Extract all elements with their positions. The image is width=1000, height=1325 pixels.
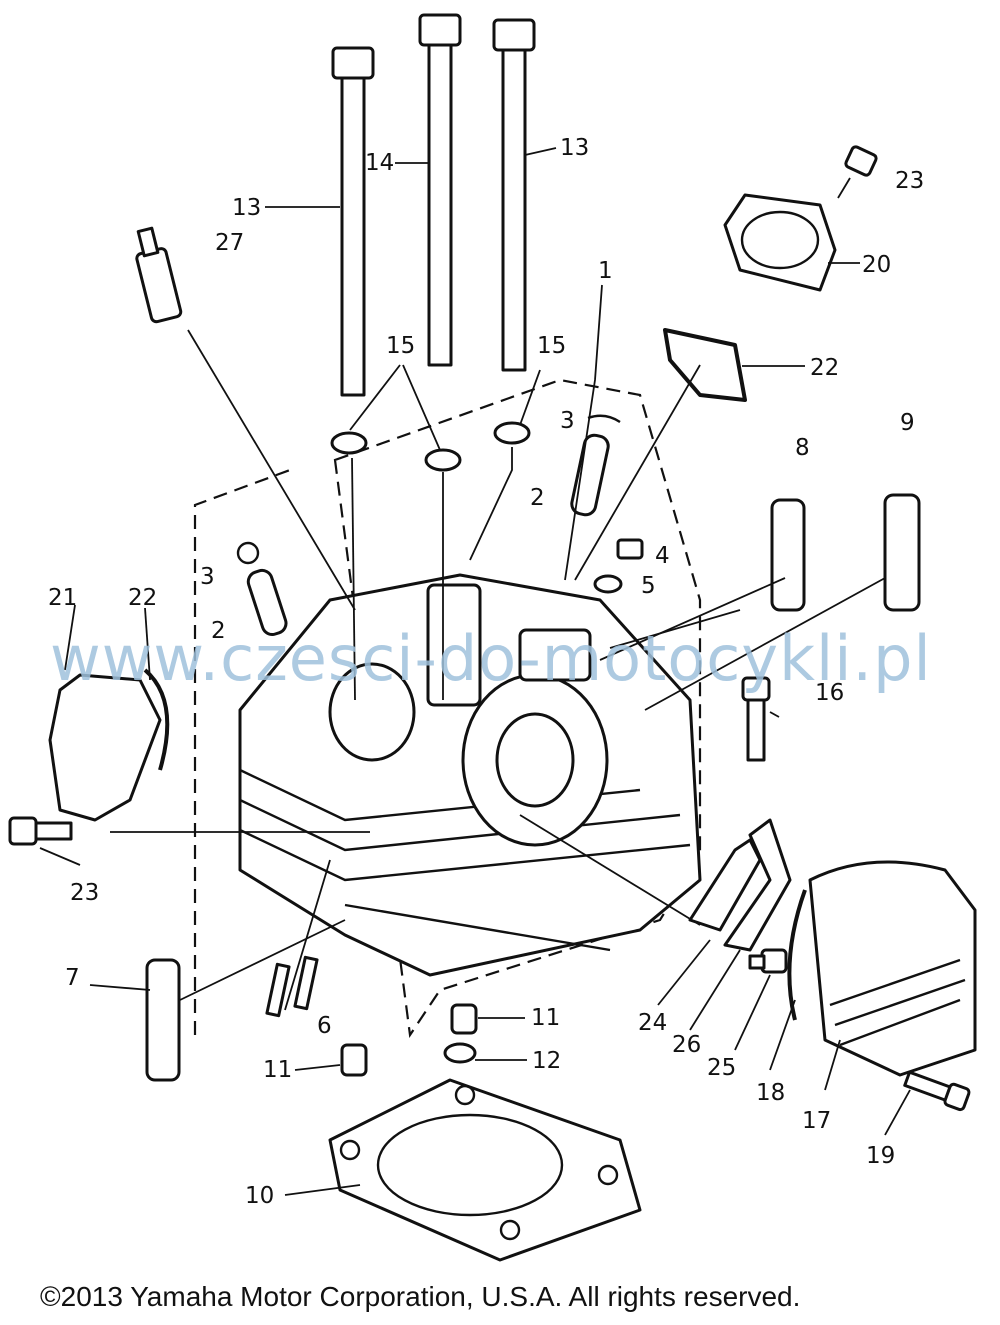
plate-26 — [723, 818, 792, 952]
callout-14: 14 — [365, 150, 394, 176]
head-bolt-13-left — [331, 46, 375, 397]
callout-13-right: 13 — [560, 135, 589, 161]
copyright-notice: ©2013 Yamaha Motor Corporation, U.S.A. A… — [40, 1281, 801, 1312]
side-cover-21 — [48, 673, 162, 822]
callout-10: 10 — [245, 1183, 274, 1209]
bolt-16 — [741, 676, 771, 762]
dowel-6b — [293, 955, 319, 1011]
head-bolt-13-right — [492, 18, 536, 372]
washer-5 — [593, 574, 623, 594]
o-ring-22-top — [663, 328, 747, 402]
valve-guide-right — [570, 433, 610, 517]
dowel-11-right — [450, 1003, 478, 1035]
gasket-18 — [787, 889, 807, 1021]
valve-guide-left — [246, 568, 288, 636]
callout-11-right: 11 — [531, 1005, 560, 1031]
clip-3-right — [587, 414, 621, 424]
washer-15-right — [493, 421, 531, 445]
callout-9: 9 — [900, 410, 915, 436]
bolt-25 — [748, 948, 788, 974]
callout-5: 5 — [641, 573, 656, 599]
callout-26: 26 — [672, 1032, 701, 1058]
callout-17: 17 — [802, 1108, 831, 1134]
washer-12 — [443, 1042, 477, 1064]
callout-24: 24 — [638, 1010, 667, 1036]
tappet-cover-17 — [808, 860, 977, 1077]
washer-15-mid — [424, 448, 462, 472]
bolt-19 — [903, 1070, 971, 1112]
callout-22-side: 22 — [128, 585, 157, 611]
callout-4: 4 — [655, 543, 670, 569]
bolt-23-side — [8, 816, 73, 846]
washer-15-left — [330, 431, 368, 455]
callout-20: 20 — [862, 252, 891, 278]
callout-11-left: 11 — [263, 1057, 292, 1083]
spark-plug — [135, 226, 183, 324]
callout-27: 27 — [215, 230, 244, 256]
head-gasket-10 — [328, 1078, 642, 1262]
clip-3-left — [236, 541, 260, 565]
callout-22-top: 22 — [810, 355, 839, 381]
plate-24 — [688, 838, 762, 932]
callout-3-left: 3 — [200, 564, 215, 590]
callout-21: 21 — [48, 585, 77, 611]
stud-8 — [770, 498, 806, 612]
callout-7: 7 — [65, 965, 80, 991]
callout-13-left: 13 — [232, 195, 261, 221]
stud-7 — [145, 958, 181, 1082]
callout-25: 25 — [707, 1055, 736, 1081]
intake-joint-20 — [723, 193, 837, 292]
callout-16: 16 — [815, 680, 844, 706]
bolt-4 — [616, 538, 644, 560]
gasket-22-side — [143, 668, 170, 771]
callout-15-left: 15 — [386, 333, 415, 359]
callout-8: 8 — [795, 435, 810, 461]
dowel-6a — [265, 962, 291, 1018]
leader-lines — [39, 147, 911, 1196]
callout-6: 6 — [317, 1013, 332, 1039]
callouts: 1 2 2 3 3 4 5 6 7 8 9 10 11 11 12 13 13 … — [48, 135, 924, 1209]
callout-1: 1 — [598, 258, 613, 284]
callout-23-top: 23 — [895, 168, 924, 194]
callout-3-right: 3 — [560, 408, 575, 434]
callout-18: 18 — [756, 1080, 785, 1106]
callout-2-right: 2 — [530, 485, 545, 511]
callout-12: 12 — [532, 1048, 561, 1074]
head-bolt-14 — [418, 13, 462, 367]
dowel-11-left — [340, 1043, 368, 1077]
bolt-23-top — [844, 145, 878, 177]
callout-15-right: 15 — [537, 333, 566, 359]
callout-23-side: 23 — [70, 880, 99, 906]
watermark-text: www.czesci-do-motocykli.pl — [50, 622, 932, 695]
callout-19: 19 — [866, 1143, 895, 1169]
stud-9 — [883, 493, 921, 612]
callout-2-left: 2 — [211, 618, 226, 644]
assembly-outline — [193, 378, 702, 1039]
